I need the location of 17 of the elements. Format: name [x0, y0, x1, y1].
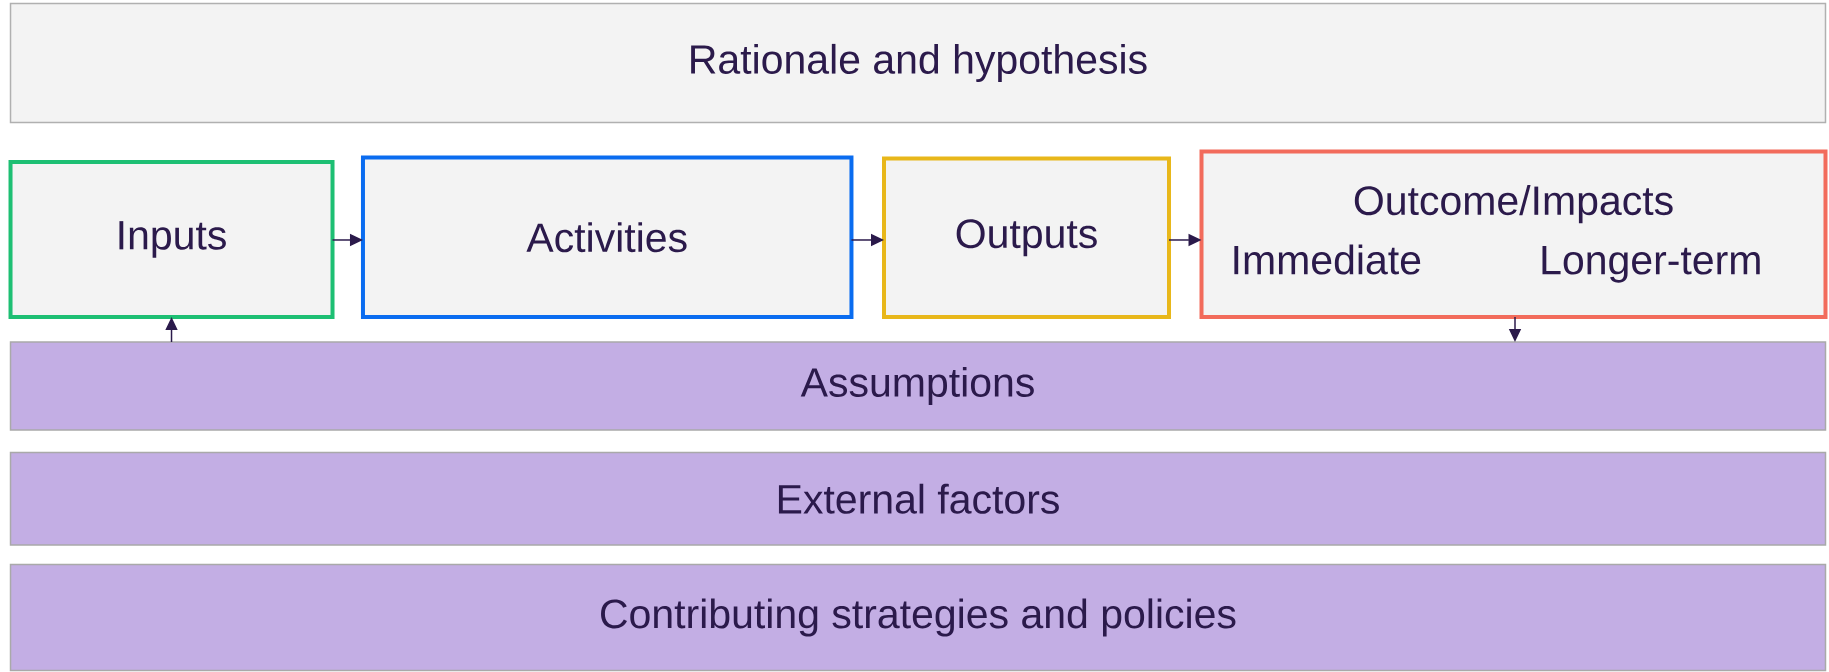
box-label: Longer-term	[1542, 246, 1760, 283]
band-box	[9, 451, 1827, 546]
box-label: External factors	[778, 483, 1059, 514]
box-label: Immediate	[1234, 244, 1421, 275]
process-box	[882, 156, 1171, 320]
box-label: Assumptions	[800, 366, 1034, 406]
process-box	[360, 155, 854, 319]
process-box	[8, 160, 335, 319]
band-box	[9, 341, 1827, 431]
box-label: Inputs	[119, 221, 226, 258]
box-heading: Outcome/Impacts	[1354, 185, 1673, 224]
box-label: Activities	[526, 222, 687, 253]
band-box	[9, 563, 1827, 672]
box-label: Contributing strategies and policies	[601, 598, 1236, 637]
banner-box	[9, 2, 1827, 124]
box-label: Outputs	[956, 219, 1097, 257]
box-label: Rationale and hypothesis	[691, 43, 1147, 83]
